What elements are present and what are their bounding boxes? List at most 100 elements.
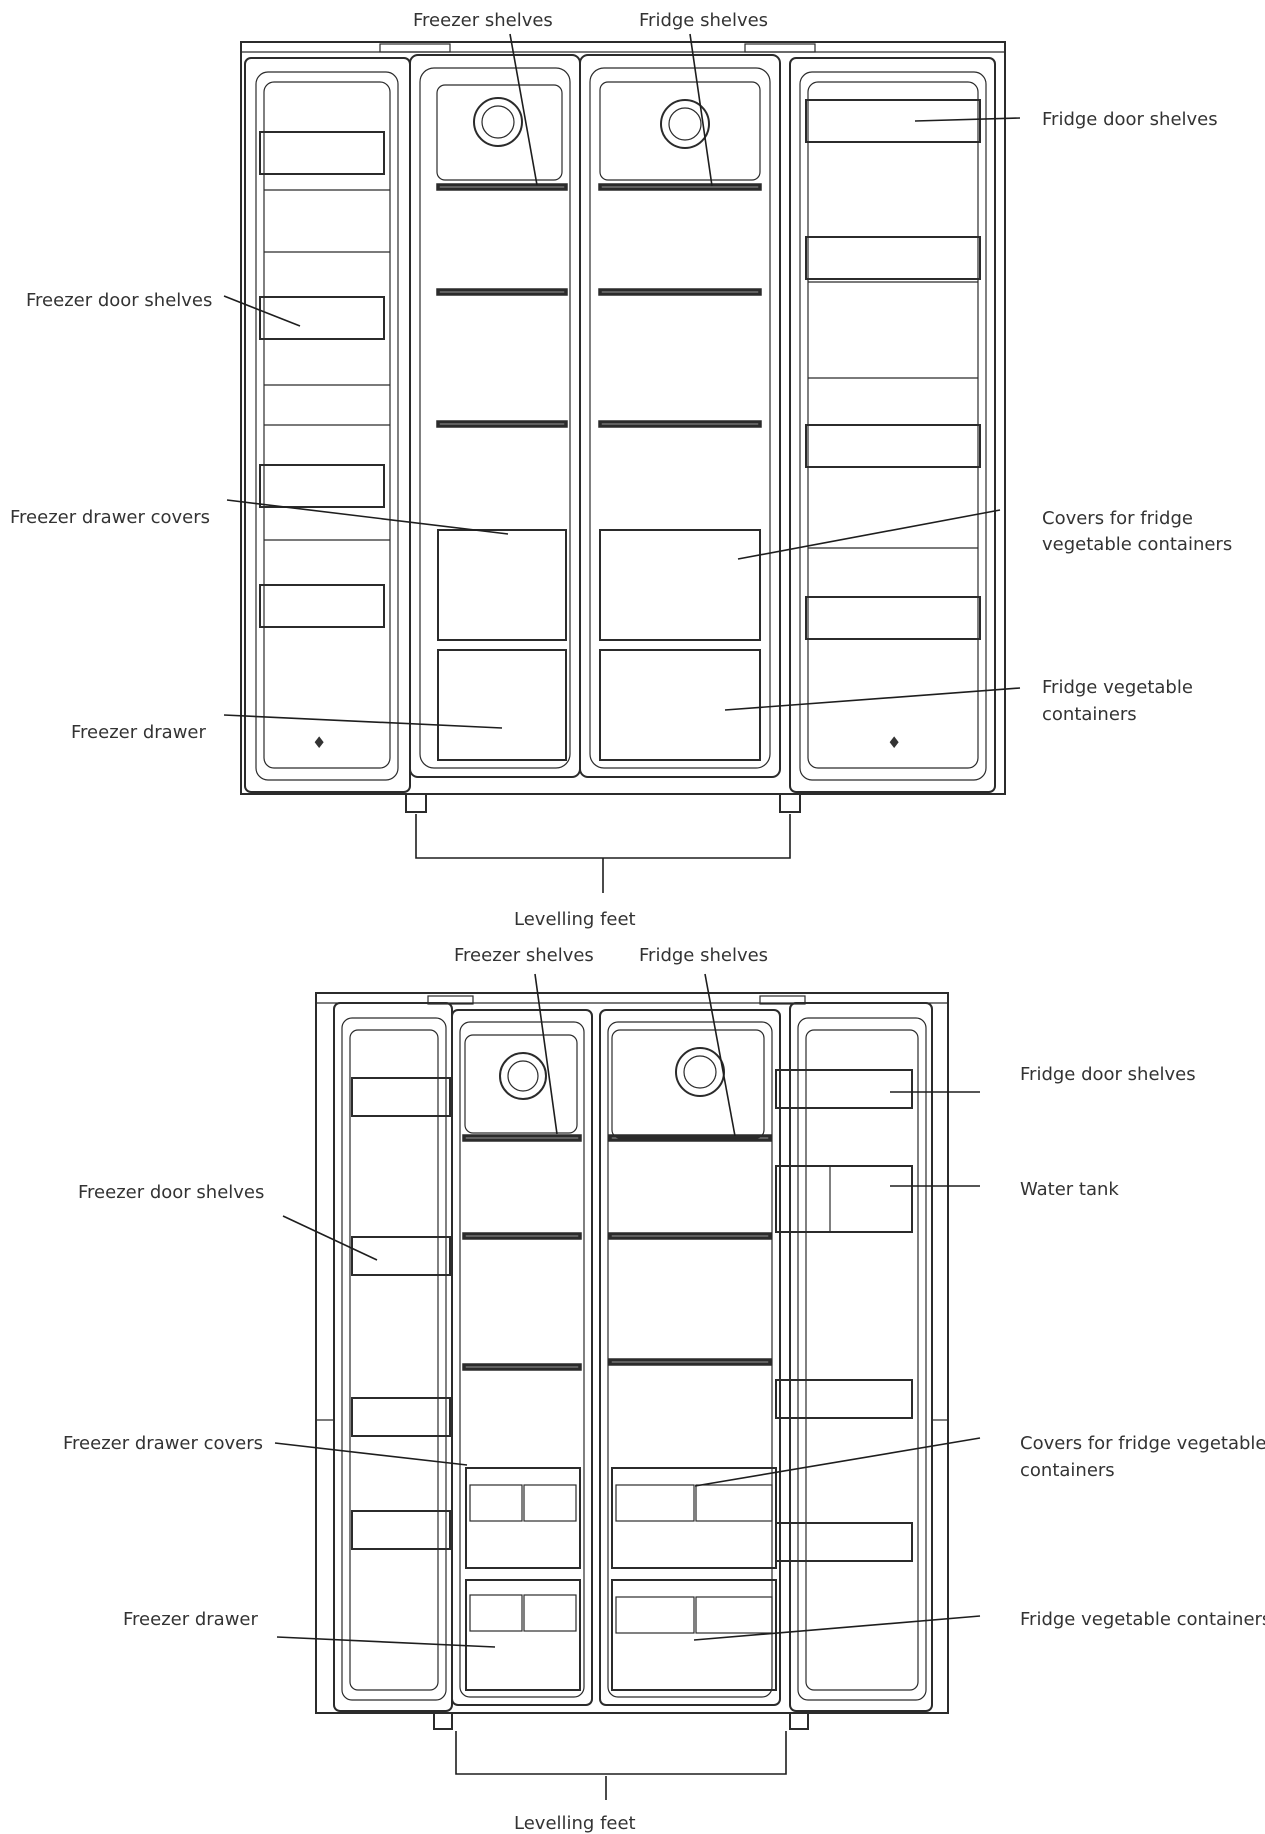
freezer-fan-1 bbox=[473, 97, 523, 147]
label-fridge-shelves: Fridge shelves bbox=[639, 10, 768, 31]
label-fridge-door-shelves: Fridge door shelves bbox=[1020, 1064, 1196, 1085]
fridge-shelf-1a bbox=[598, 183, 762, 191]
leader-covers-fridge-veg-1 bbox=[737, 509, 1001, 560]
leader-fridge-veg-containers-1 bbox=[724, 687, 1021, 711]
foot-right-2 bbox=[789, 1712, 809, 1730]
freezer-fan-inner-1 bbox=[481, 105, 515, 139]
foot-left-2 bbox=[433, 1712, 453, 1730]
fridge-fan-housing-2 bbox=[611, 1029, 765, 1139]
fridge-door-liner-1 bbox=[799, 71, 987, 781]
freezer-door-shelf-1b bbox=[259, 296, 385, 340]
label-freezer-shelves: Freezer shelves bbox=[413, 10, 553, 31]
fridge-shelf-1c bbox=[598, 420, 762, 428]
door-logo-icon: ♦ bbox=[887, 733, 901, 752]
fridge-door-shelf-1a bbox=[805, 99, 981, 143]
freezer-fan-housing-1 bbox=[436, 84, 563, 181]
cabinet-outline-2 bbox=[315, 992, 949, 1714]
freezer-drawer-cover-2-window-a bbox=[469, 1484, 523, 1522]
freezer-door-shelf-2b bbox=[351, 1236, 451, 1276]
fridge-drawing-bottom: Freezer shelves Fridge shelves Fridge do… bbox=[63, 945, 1265, 1834]
hinge-right-1 bbox=[744, 43, 816, 53]
leader-freezer-drawer-covers-2 bbox=[274, 1442, 468, 1466]
fridge-compartment-2 bbox=[599, 1009, 781, 1706]
fridge-veg-container-2-window-a bbox=[615, 1596, 695, 1634]
freezer-door-liner-2 bbox=[341, 1017, 447, 1701]
freezer-compartment-2 bbox=[451, 1009, 593, 1706]
leader-freezer-shelves-2 bbox=[534, 973, 558, 1135]
foot-right-1 bbox=[779, 793, 801, 813]
fridge-compartment-1 bbox=[579, 54, 781, 778]
fridge-door-shelf-2c bbox=[775, 1522, 913, 1562]
levelling-feet-bracket-1 bbox=[415, 814, 791, 859]
label-fridge-veg-containers-line1: Fridge vegetable bbox=[1042, 677, 1193, 698]
fridge-door-1 bbox=[789, 57, 996, 793]
freezer-door-inner-2 bbox=[349, 1029, 439, 1691]
fridge-veg-container-2 bbox=[611, 1579, 777, 1691]
hinge-left-1 bbox=[379, 43, 451, 53]
label-freezer-drawer: Freezer drawer bbox=[71, 722, 206, 743]
label-water-tank: Water tank bbox=[1020, 1179, 1119, 1200]
label-fridge-veg-containers-line2: containers bbox=[1042, 704, 1137, 725]
leader-freezer-drawer-1 bbox=[223, 714, 503, 729]
leader-freezer-door-shelves-2 bbox=[282, 1215, 378, 1261]
fridge-door-shelf-2a bbox=[775, 1069, 913, 1109]
foot-left-1 bbox=[405, 793, 427, 813]
leader-freezer-door-shelves-1 bbox=[223, 295, 301, 327]
leader-fridge-shelves-1 bbox=[689, 33, 713, 187]
door-logo-icon: ♦ bbox=[312, 733, 326, 752]
freezer-shelf-1b bbox=[436, 288, 568, 296]
freezer-drawer-cover-1 bbox=[437, 529, 567, 641]
fridge-veg-container-2-window-b bbox=[695, 1596, 773, 1634]
water-tank-2 bbox=[775, 1165, 913, 1233]
fridge-door-inner-2 bbox=[805, 1029, 919, 1691]
leader-freezer-shelves-1 bbox=[509, 33, 538, 186]
freezer-door-shelf-1d bbox=[259, 584, 385, 628]
freezer-door-shelf-2a bbox=[351, 1077, 451, 1117]
fridge-fan-housing-1 bbox=[599, 81, 761, 181]
label-covers-fridge-veg-line2: vegetable containers bbox=[1042, 534, 1232, 555]
freezer-fan-housing-2 bbox=[464, 1034, 578, 1134]
fridge-veg-container-1 bbox=[599, 649, 761, 761]
freezer-door-shelf-2c bbox=[351, 1397, 451, 1437]
fridge-veg-cover-2-window-a bbox=[615, 1484, 695, 1522]
leader-fridge-door-shelves-1 bbox=[914, 117, 1021, 122]
freezer-door-shelf-1a bbox=[259, 131, 385, 175]
leader-covers-fridge-veg-2 bbox=[694, 1437, 981, 1487]
freezer-drawer-2 bbox=[465, 1579, 581, 1691]
freezer-drawer-2-window-a bbox=[469, 1594, 523, 1632]
fridge-fan-2 bbox=[675, 1047, 725, 1097]
leader-freezer-drawer-covers-1 bbox=[226, 499, 509, 535]
freezer-door-liner-1 bbox=[255, 71, 399, 781]
fridge-fan-1 bbox=[660, 99, 710, 149]
levelling-feet-bracket-2 bbox=[455, 1731, 787, 1775]
freezer-drawer-2-window-b bbox=[523, 1594, 577, 1632]
freezer-liner-1 bbox=[419, 67, 571, 769]
freezer-door-shelf-1c bbox=[259, 464, 385, 508]
fridge-door-2 bbox=[789, 1002, 933, 1712]
freezer-shelf-1a bbox=[436, 183, 568, 191]
label-covers-fridge-veg-line2: containers bbox=[1020, 1460, 1115, 1481]
freezer-shelf-2a bbox=[462, 1134, 582, 1142]
freezer-shelf-1c bbox=[436, 420, 568, 428]
freezer-liner-2 bbox=[459, 1021, 585, 1698]
leader-fridge-shelves-2 bbox=[704, 973, 736, 1137]
freezer-drawer-cover-2-window-b bbox=[523, 1484, 577, 1522]
leader-freezer-drawer-2 bbox=[276, 1636, 496, 1648]
freezer-drawer-1 bbox=[437, 649, 567, 761]
label-fridge-veg-containers: Fridge vegetable containers bbox=[1020, 1609, 1265, 1630]
fridge-drawing-top: ♦ ♦ bbox=[10, 10, 1232, 930]
freezer-door-shelf-2d bbox=[351, 1510, 451, 1550]
freezer-compartment-1 bbox=[409, 54, 581, 778]
fridge-door-shelf-2b bbox=[775, 1379, 913, 1419]
freezer-drawer-cover-2 bbox=[465, 1467, 581, 1569]
fridge-shelf-2c bbox=[608, 1358, 772, 1366]
label-covers-fridge-veg-line1: Covers for fridge bbox=[1042, 508, 1193, 529]
cabinet-outline-1 bbox=[240, 41, 1006, 795]
fridge-veg-cover-2 bbox=[611, 1467, 777, 1569]
label-levelling-feet: Levelling feet bbox=[514, 909, 636, 930]
label-fridge-door-shelves: Fridge door shelves bbox=[1042, 109, 1218, 130]
freezer-fan-inner-2 bbox=[507, 1060, 539, 1092]
fridge-fan-inner-2 bbox=[683, 1055, 717, 1089]
label-freezer-drawer-covers: Freezer drawer covers bbox=[63, 1433, 263, 1454]
fridge-veg-cover-2-window-b bbox=[695, 1484, 773, 1522]
